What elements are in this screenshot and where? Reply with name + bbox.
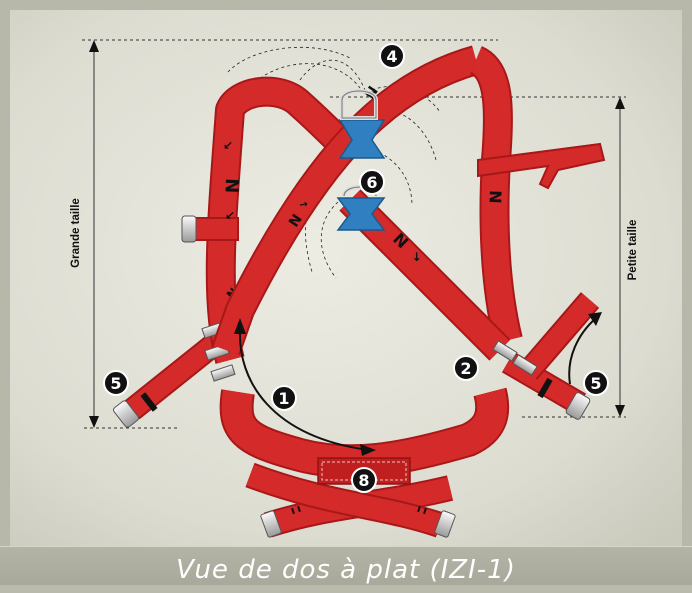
svg-text:N: N: [486, 190, 505, 204]
svg-text:N: N: [220, 178, 242, 194]
svg-text:4: 4: [386, 47, 397, 66]
caption-bar: Vue de dos à plat (IZI-1): [0, 546, 692, 585]
svg-text:5: 5: [110, 374, 121, 393]
svg-text:1: 1: [278, 389, 289, 408]
svg-text:2: 2: [460, 359, 471, 378]
marker-2: 2: [454, 356, 478, 380]
marker-5-left: 5: [104, 371, 128, 395]
svg-text:↘: ↘: [221, 140, 235, 151]
marker-5-right: 5: [584, 371, 608, 395]
svg-text:↘: ↘: [223, 210, 237, 221]
svg-text:5: 5: [590, 374, 601, 393]
svg-text:6: 6: [366, 173, 377, 192]
marker-8: 8: [352, 468, 376, 492]
large-size-label: Grande taille: [70, 198, 82, 268]
caption-text: Vue de dos à plat (IZI-1): [0, 547, 692, 585]
marker-6: 6: [360, 170, 384, 194]
marker-1: 1: [272, 386, 296, 410]
small-size-label: Petite taille: [627, 220, 639, 281]
svg-text:8: 8: [358, 471, 369, 490]
marker-4: 4: [380, 44, 404, 68]
